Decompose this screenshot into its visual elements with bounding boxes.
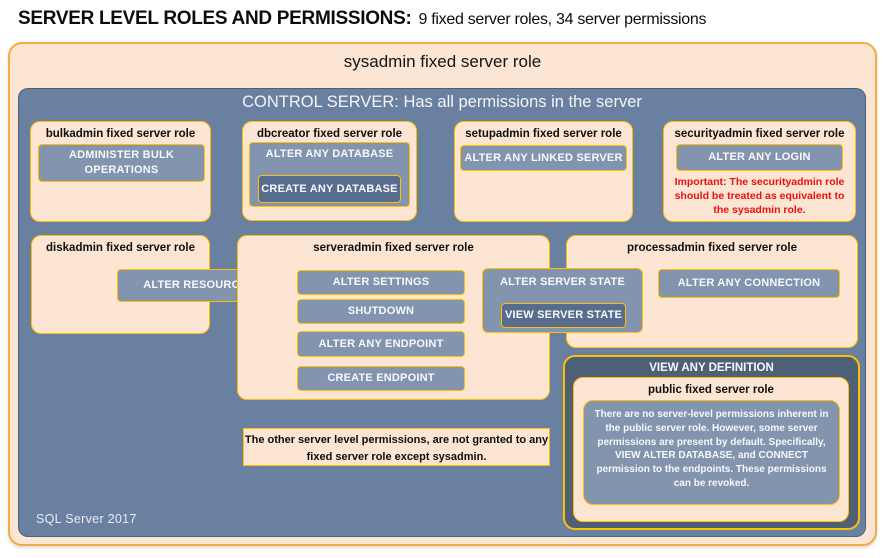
control-server-label: CONTROL SERVER: Has all permissions in t… [242,93,642,111]
view-any-definition-box: VIEW ANY DEFINITION public fixed server … [563,355,860,530]
page-title-subtitle: 9 fixed server roles, 34 server permissi… [418,11,707,28]
permission-alter-any-database: ALTER ANY DATABASE CREATE ANY DATABASE [249,142,410,207]
permission-alter-any-connection: ALTER ANY CONNECTION [658,269,840,298]
sql-server-version-label: SQL Server 2017 [36,512,137,526]
permission-alter-server-state: ALTER SERVER STATE VIEW SERVER STATE [482,268,643,333]
permission-view-server-state: VIEW SERVER STATE [501,303,626,328]
permission-shutdown: SHUTDOWN [297,299,465,324]
permission-administer-bulk-operations: ADMINISTER BULK OPERATIONS [38,144,205,182]
page-title: SERVER LEVEL ROLES AND PERMISSIONS: 9 fix… [18,8,874,30]
role-label-setupadmin: setupadmin fixed server role [465,128,622,140]
page-title-main: SERVER LEVEL ROLES AND PERMISSIONS: [18,8,412,29]
role-label-dbcreator: dbcreator fixed server role [256,128,403,140]
permission-alter-any-linked-server: ALTER ANY LINKED SERVER [460,145,627,171]
role-label-processadmin: processadmin fixed server role [626,242,798,254]
role-box-securityadmin: securityadmin fixed server role [663,121,856,222]
permission-alter-server-state-label: ALTER SERVER STATE [499,276,626,288]
role-label-diskadmin: diskadmin fixed server role [46,242,195,254]
permission-alter-any-login: ALTER ANY LOGIN [676,144,843,171]
permission-alter-any-database-label: ALTER ANY DATABASE [265,148,394,160]
permission-alter-settings: ALTER SETTINGS [297,270,465,295]
permission-create-endpoint: CREATE ENDPOINT [297,366,465,391]
securityadmin-warning-text: Important: The securityadmin role should… [674,176,845,216]
role-label-bulkadmin: bulkadmin fixed server role [45,128,196,140]
permission-view-any-definition: VIEW ANY DEFINITION [649,362,774,374]
permission-alter-any-endpoint: ALTER ANY ENDPOINT [297,331,465,357]
other-permissions-footnote: The other server level permissions, are … [243,428,550,466]
permission-create-any-database: CREATE ANY DATABASE [258,175,401,203]
role-label-securityadmin: securityadmin fixed server role [674,128,845,140]
role-box-setupadmin: setupadmin fixed server role [454,121,633,222]
sysadmin-role-label: sysadmin fixed server role [343,52,542,71]
role-box-public: public fixed server role There are no se… [573,377,849,522]
role-label-public: public fixed server role [648,384,774,396]
public-role-description: There are no server-level permissions in… [583,400,840,505]
role-label-serveradmin: serveradmin fixed server role [313,242,474,254]
